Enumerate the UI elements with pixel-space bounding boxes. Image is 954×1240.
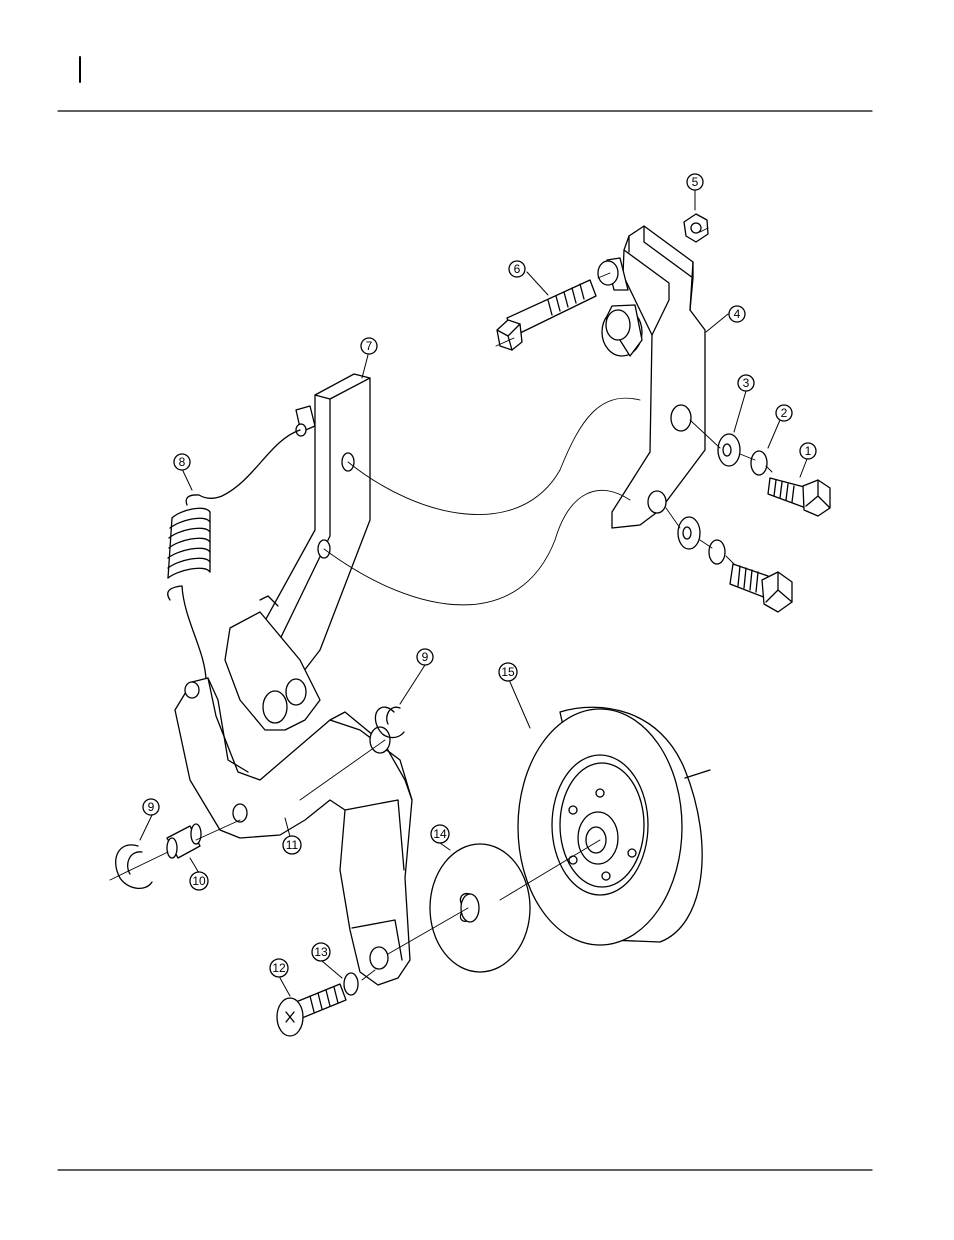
callout-1: 1 [800, 443, 816, 459]
star-washer-part-13 [344, 973, 358, 995]
gauge-wheel-part-15 [518, 707, 710, 945]
disc-washer-part-14 [430, 844, 530, 972]
callout-3: 3 [738, 375, 754, 391]
callout-7: 7 [361, 338, 377, 354]
svg-text:7: 7 [366, 339, 373, 353]
snap-ring-part-9-lower [116, 845, 152, 888]
svg-text:2: 2 [781, 406, 788, 420]
callout-5: 5 [687, 174, 703, 190]
svg-text:15: 15 [501, 665, 515, 679]
hex-bolt-lower [730, 564, 792, 612]
lock-washer-part-2 [709, 451, 767, 564]
callout-9-lower: 9 [143, 799, 159, 815]
svg-text:9: 9 [148, 800, 155, 814]
svg-text:3: 3 [743, 376, 750, 390]
callout-10: 10 [190, 872, 208, 890]
callout-4: 4 [729, 306, 745, 322]
svg-text:5: 5 [692, 175, 699, 189]
carriage-bolt-part-6 [497, 280, 596, 350]
svg-text:4: 4 [734, 307, 741, 321]
callout-9-upper: 9 [417, 649, 433, 665]
callout-2: 2 [776, 405, 792, 421]
svg-text:12: 12 [272, 961, 286, 975]
svg-text:9: 9 [422, 650, 429, 664]
callout-6: 6 [509, 261, 525, 277]
link-arm-part-7 [225, 374, 370, 730]
hex-nut-part-5 [684, 214, 708, 242]
callout-13: 13 [312, 943, 330, 961]
svg-text:6: 6 [514, 262, 521, 276]
svg-text:13: 13 [314, 945, 328, 959]
callout-15: 15 [499, 663, 517, 681]
pivot-pin-part-10 [167, 824, 201, 858]
callout-14: 14 [431, 825, 449, 843]
svg-text:14: 14 [433, 827, 447, 841]
hex-bolt-part-1 [768, 478, 830, 516]
svg-text:8: 8 [179, 455, 186, 469]
callout-12: 12 [270, 959, 288, 977]
callout-8: 8 [174, 454, 190, 470]
svg-text:11: 11 [286, 838, 299, 852]
mounting-bracket-part-4 [598, 226, 705, 528]
svg-text:1: 1 [805, 444, 812, 458]
svg-text:10: 10 [192, 874, 206, 888]
callout-11: 11 [283, 836, 301, 854]
